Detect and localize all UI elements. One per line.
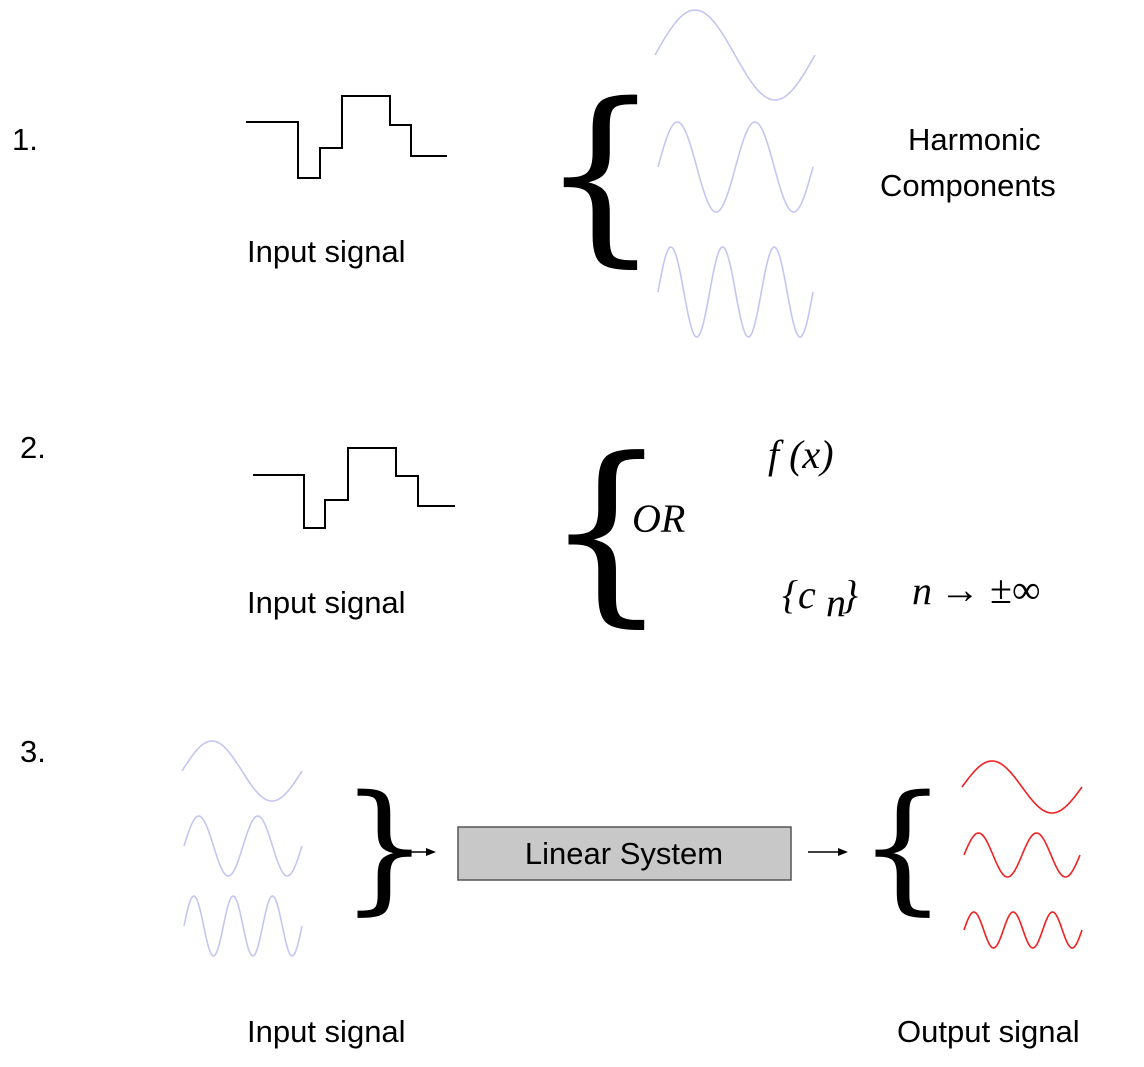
linear-system-label: Linear System <box>525 836 723 871</box>
panel-1: 1. Input signal { Harmonic Components <box>12 9 1056 338</box>
panel-3-right-brace: } <box>340 766 429 929</box>
panel-3-input-wave-3 <box>183 895 303 957</box>
panel-1-input-label: Input signal <box>247 234 406 269</box>
panel-1-number: 1. <box>12 122 38 157</box>
panel-1-components-label-line1: Harmonic <box>908 122 1041 157</box>
panel-1-harmonic-wave-1 <box>654 9 816 101</box>
panel-2-coeff-open: {c <box>782 572 816 617</box>
panel-1-components-label-line2: Components <box>880 168 1056 203</box>
panel-3-arrow-out <box>808 848 848 856</box>
panel-3-output-wave-1 <box>961 760 1083 814</box>
panel-3-input-label: Input signal <box>247 1014 406 1049</box>
panel-2-coeff-close: } <box>842 572 858 617</box>
panel-2-step-signal <box>253 447 455 529</box>
panel-1-left-brace: { <box>540 63 661 284</box>
panel-2-input-label: Input signal <box>247 585 406 620</box>
panel-2: 2. Input signal { OR f (x) {c n } n → ±∞ <box>20 417 1040 645</box>
panel-3-arrow-in <box>396 848 436 856</box>
panel-1-step-signal <box>246 95 447 179</box>
panel-3-input-wave-2 <box>183 815 303 877</box>
panel-2-function-text: f (x) <box>768 432 834 477</box>
panel-2-limit-value: ±∞ <box>990 567 1040 612</box>
panel-3-input-wave-1 <box>181 740 303 802</box>
panel-2-coefficients: {c n } <box>782 572 858 625</box>
panel-2-limit: n → ±∞ <box>912 567 1040 613</box>
panel-2-limit-variable: n <box>912 568 932 613</box>
panel-2-or-text: OR <box>632 496 685 541</box>
panel-3: 3. } Linear System { Input signal Output… <box>20 734 1083 1049</box>
panel-1-harmonic-wave-3 <box>657 246 814 338</box>
panel-3-output-label: Output signal <box>897 1014 1080 1049</box>
panel-3-left-brace: { <box>858 766 947 929</box>
panel-2-left-brace: { <box>544 417 669 645</box>
panel-2-coeff-subscript: n <box>826 580 846 625</box>
panel-2-limit-arrow: → <box>940 567 980 612</box>
panel-2-number: 2. <box>20 430 46 465</box>
panel-3-output-wave-3 <box>963 911 1083 949</box>
panel-3-output-wave-2 <box>963 832 1081 878</box>
panel-1-harmonic-wave-2 <box>657 121 814 213</box>
panel-3-number: 3. <box>20 734 46 769</box>
linear-system-box: Linear System <box>457 826 792 881</box>
